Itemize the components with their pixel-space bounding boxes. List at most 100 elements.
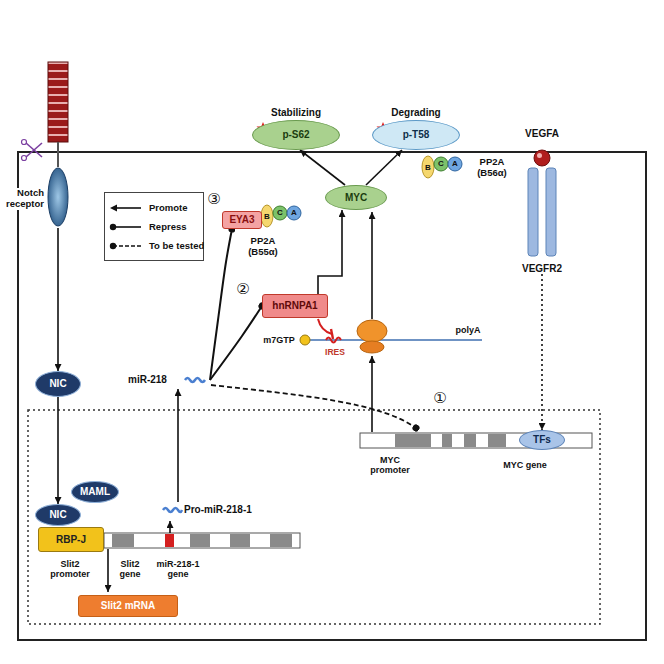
receptor-node: Notch receptor: [46, 60, 70, 228]
legend-arrowhead: [110, 204, 117, 211]
subunit-letter: A: [452, 159, 458, 168]
receptor-chain: [546, 168, 556, 256]
node-text: MYC: [345, 192, 367, 204]
scissor-blade: [26, 143, 42, 157]
receptor-stalk: [57, 142, 59, 167]
protein-ellipse: NIC: [35, 371, 81, 397]
inhibition-line: [318, 319, 332, 334]
node-text: EYA3: [229, 214, 254, 226]
receptor-ectodomain: [48, 62, 68, 142]
subunit-b: [422, 156, 434, 178]
activation-arrow: [57, 397, 59, 504]
cap-symbol: [300, 335, 310, 345]
node-text: RBP-J: [56, 534, 86, 546]
complex-label: PP2A (B56α): [467, 157, 517, 179]
legend-text: To be tested: [149, 240, 204, 251]
node-heading: Notch receptor: [0, 188, 44, 210]
mirna-symbol: [185, 378, 205, 382]
legend-sample: [109, 202, 143, 214]
subunit-letter: B: [264, 212, 270, 221]
activation-arrow: [57, 228, 59, 371]
node-heading: VEGFA: [525, 128, 559, 140]
transcription-arrow: [371, 356, 373, 432]
legend-row: To be tested: [109, 236, 199, 255]
legend-dot: [110, 242, 116, 248]
signal-arrow: [541, 274, 543, 430]
legend-sample: [109, 221, 143, 233]
gene-region-label: MYC promoter: [362, 455, 418, 476]
subunit-c: [273, 206, 287, 220]
legend-box: PromoteRepress To be tested: [104, 192, 204, 261]
subunit-a: [448, 157, 462, 171]
scissor-handle: [22, 140, 27, 145]
node-text: p-T58: [403, 129, 430, 141]
slit2-gene-bar: [104, 533, 300, 548]
node-text: Slit2 mRNA: [101, 600, 155, 612]
scissors-symbol: [22, 140, 43, 161]
receptor-node: VEGFR2: [515, 170, 569, 274]
transcription-arrow: [107, 549, 109, 592]
nucleus-outline: [28, 410, 600, 624]
exon: [230, 534, 250, 547]
protein-box: hnRNPA1: [262, 294, 328, 318]
legend-row: Repress: [109, 217, 199, 236]
factor-ellipse: TFs: [519, 430, 565, 450]
ligand-symbol: [534, 150, 550, 166]
gene-region-label: MYC gene: [500, 460, 550, 470]
node-text: NIC: [49, 509, 66, 521]
mirna-node: Pro-miR-218-1: [160, 502, 260, 518]
subunit-letter: C: [438, 159, 444, 168]
activation-arrow: [177, 389, 179, 502]
pp2a-subunits: [261, 156, 462, 227]
activation-arrow: [300, 150, 345, 185]
translation-arrow: [371, 212, 373, 319]
element-label: polyA: [455, 325, 480, 335]
node-text: p-S62: [282, 129, 309, 141]
legend-line: [113, 226, 141, 228]
subunit-letter: C: [277, 208, 283, 217]
gene-region-label: miR-218-1 gene: [154, 559, 202, 580]
node-heading: Pro-miR-218-1: [184, 504, 252, 516]
subunit-letter: B: [425, 163, 431, 172]
activation-arrow: [366, 150, 402, 185]
exon: [395, 434, 431, 447]
node-text: MAML: [80, 486, 110, 498]
subunit-letter: A: [291, 208, 297, 217]
scissor-blade: [26, 143, 42, 157]
gene-region-label: Slit2 promoter: [47, 559, 93, 580]
gene-bar: [104, 533, 300, 548]
cell-membrane: [18, 152, 646, 640]
callout-number: ②: [236, 282, 249, 297]
node-text: TFs: [533, 434, 551, 446]
legend-row: Promote: [109, 198, 199, 217]
protein-ellipse: MYC: [325, 185, 387, 210]
mirna-locus: [165, 534, 174, 547]
node-heading: miR-218: [128, 374, 167, 386]
node-text: NIC: [49, 378, 66, 390]
exon: [488, 434, 506, 447]
protein-box: EYA3: [222, 211, 262, 229]
activation-arrow: [318, 210, 342, 294]
repression-line: [210, 306, 262, 380]
protein-ellipse: Degradingp-T58: [372, 120, 460, 150]
gene-region-label: Slit2 gene: [114, 559, 146, 580]
subunit-b: [261, 205, 273, 227]
exon: [112, 534, 134, 547]
protein-box: RBP-J: [38, 527, 104, 552]
cap-label: m7GTP: [263, 335, 295, 345]
notch-receptor-symbol: [48, 62, 68, 226]
mirna-node: miR-218: [128, 371, 210, 389]
subunit-c: [434, 157, 448, 171]
legend-dot: [110, 223, 116, 229]
exon: [464, 434, 476, 447]
legend-sample: [109, 240, 143, 252]
receptor-chain: [528, 168, 538, 256]
tested-repression-line: [211, 385, 416, 428]
legend-text: Repress: [149, 221, 187, 232]
exon: [190, 534, 210, 547]
ligand-highlight: [537, 153, 542, 158]
legend-line: [113, 245, 141, 247]
